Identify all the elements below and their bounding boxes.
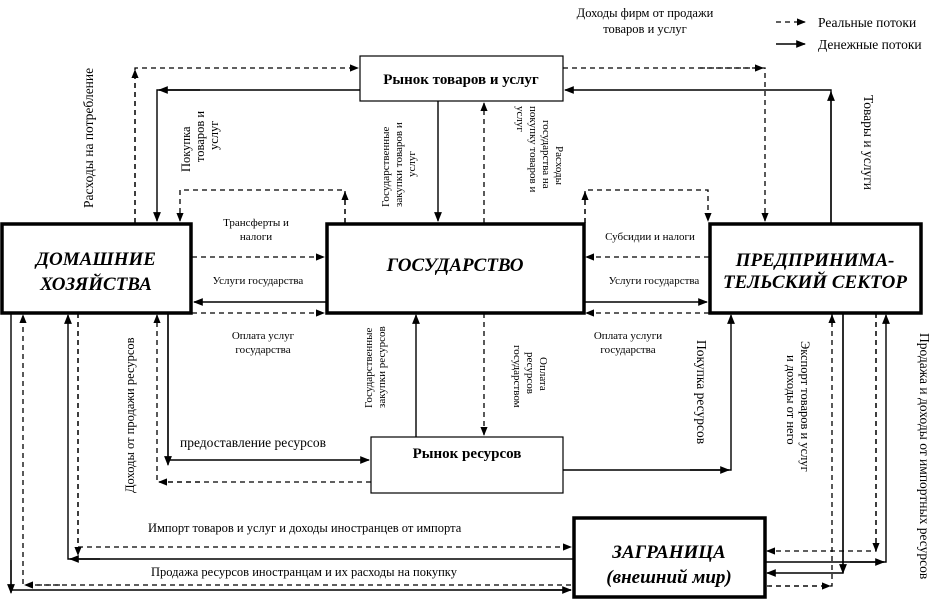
- label-export: Экспорт товаров и услуг и доходы от него: [784, 341, 812, 472]
- label-purchase-goods-2: товаров и: [193, 111, 207, 162]
- label-import: Импорт товаров и услуг и доходы иностран…: [148, 521, 462, 535]
- government-label: ГОСУДАРСТВО: [386, 255, 524, 276]
- label-consumption-spending: Расходы на потребление: [81, 68, 96, 208]
- goods-market-label: Рынок товаров и услуг: [383, 72, 539, 88]
- business-label-2: ТЕЛЬСКИЙ СЕКТОР: [723, 270, 907, 293]
- business-label-1: ПРЕДПРИНИМА-: [735, 250, 895, 271]
- label-purchase-goods-1: Покупка: [179, 126, 193, 172]
- abroad-box: [572, 516, 767, 599]
- label-pay-gov-services-right-2: государства: [600, 344, 655, 356]
- label-purchase-resources: Покупка ресурсов: [694, 340, 709, 444]
- legend: Реальные потоки Денежные потоки: [776, 15, 922, 52]
- label-subsidies-taxes: Субсидии и налоги: [605, 231, 695, 243]
- households-label-1: ДОМАШНИЕ: [34, 249, 156, 270]
- label-goods-and-services: Товары и услуги: [861, 95, 876, 190]
- resource-market-box: [370, 436, 564, 494]
- label-gov-spending-goods-4: услуг: [514, 106, 526, 132]
- flow-subsidies-loop: [584, 189, 712, 223]
- label-gov-pay-resources: Оплата ресурсов государством: [511, 345, 549, 408]
- households-label-2: ХОЗЯЙСТВА: [39, 272, 152, 295]
- label-gov-purchases-goods-2: закупки товаров и: [393, 122, 405, 207]
- label-gov-pay-resources-2: ресурсов: [524, 352, 536, 394]
- label-purchase-goods: Покупка товаров и услуг: [179, 111, 221, 172]
- label-gov-pay-resources-1: Оплата: [537, 357, 549, 391]
- abroad-label-2: (внешний мир): [606, 567, 731, 588]
- flow-foreign-spending-real: [19, 314, 571, 586]
- label-pay-gov-services-right-1: Оплата услуги: [594, 330, 662, 342]
- flow-purchase-resources: [563, 314, 735, 471]
- flow-income-resources: [153, 314, 371, 483]
- label-gov-spending-goods-1: Расходы: [553, 146, 565, 186]
- resource-market-label: Рынок ресурсов: [413, 446, 522, 462]
- label-transfers-taxes-2: налоги: [240, 231, 272, 243]
- government-box: [325, 222, 586, 315]
- flow-import-money: [64, 314, 573, 560]
- flow-consumption-real: [134, 64, 359, 223]
- flow-import-resources-real: [766, 313, 877, 555]
- label-gov-services-left: Услуги государства: [213, 275, 304, 287]
- goods-market-box: [359, 55, 564, 102]
- legend-money-flows: Денежные потоки: [818, 37, 922, 52]
- abroad-label-1: ЗАГРАНИЦА: [611, 542, 725, 563]
- label-firm-revenue-1: Доходы фирм от продажи: [577, 6, 714, 20]
- flow-import-real: [77, 313, 572, 551]
- label-gov-purchases-resources-2: закупки ресурсов: [376, 326, 388, 408]
- flow-goods-services-money: [564, 86, 832, 223]
- label-provision-resources: предоставление ресурсов: [180, 435, 326, 450]
- label-gov-purchases-goods: Государственные закупки товаров и услуг: [380, 122, 418, 207]
- label-gov-spending-goods-3: покупку товаров и: [527, 106, 539, 192]
- label-income-resources: Доходы от продажи ресурсов: [123, 337, 137, 493]
- label-gov-spending-goods-2: государства на: [540, 120, 552, 189]
- label-pay-gov-services-left-1: Оплата услуг: [232, 330, 295, 342]
- business-box: [708, 222, 923, 315]
- label-purchase-goods-3: услуг: [207, 121, 221, 150]
- label-gov-purchases-goods-3: услуг: [406, 151, 418, 177]
- label-export-2: и доходы от него: [784, 355, 798, 445]
- label-firm-revenue-2: товаров и услуг: [603, 22, 687, 36]
- households-box: [0, 222, 193, 315]
- label-gov-purchases-goods-1: Государственные: [380, 126, 392, 207]
- label-gov-spending-goods: Расходы государства на покупку товаров и…: [514, 106, 565, 192]
- label-transfers-taxes-1: Трансферты и: [223, 217, 289, 229]
- flow-import-resources-money: [765, 314, 890, 563]
- label-export-1: Экспорт товаров и услуг: [798, 341, 812, 472]
- label-sale-resources-foreign: Продажа ресурсов иностранцам и их расход…: [151, 565, 458, 579]
- label-gov-purchases-resources-1: Государственные: [363, 327, 375, 408]
- label-gov-purchases-resources: Государственные закупки ресурсов: [363, 326, 388, 408]
- label-gov-pay-resources-3: государством: [511, 345, 523, 408]
- legend-real-flows: Реальные потоки: [818, 15, 916, 30]
- flow-goods-to-business-real: [563, 67, 769, 222]
- label-import-resources-sales: Продажа и доходы от импортных ресурсов: [917, 333, 932, 579]
- label-pay-gov-services-left-2: государства: [235, 344, 290, 356]
- flow-purchase-goods-money: [153, 89, 360, 222]
- label-gov-services-right: Услуги государства: [609, 275, 700, 287]
